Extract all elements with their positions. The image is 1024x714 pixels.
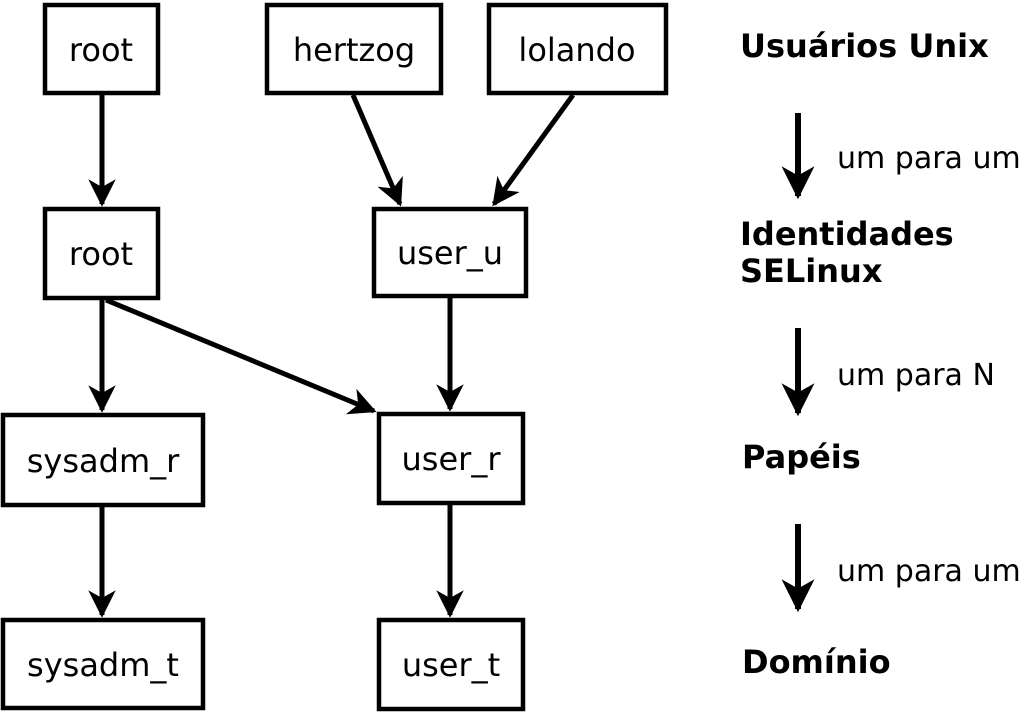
node-lolando: lolando <box>486 2 669 96</box>
node-root-selinux: root <box>42 206 161 301</box>
legend-unix-users: Usuários Unix <box>740 27 989 65</box>
node-user-r-box <box>376 411 526 506</box>
legend-domain: Domínio <box>742 643 891 681</box>
node-hertzog: hertzog <box>264 2 444 96</box>
arrow-lolando-to-user-u <box>491 93 576 207</box>
node-root-selinux-box <box>42 206 161 301</box>
node-root-selinux-label: root <box>69 235 133 273</box>
legend-roles: Papéis <box>742 438 861 476</box>
node-user-r: user_r <box>376 411 526 506</box>
node-sysadm-t-label: sysadm_t <box>27 646 179 684</box>
node-root-unix-box <box>42 2 161 96</box>
legend-identities-line1: Identidades <box>740 215 954 253</box>
node-root-unix-label: root <box>69 31 133 69</box>
node-hertzog-label: hertzog <box>293 31 415 69</box>
node-user-t: user_t <box>376 617 526 712</box>
node-sysadm-r-box <box>0 412 206 508</box>
node-sysadm-t-box <box>0 617 206 711</box>
node-user-u: user_u <box>371 206 529 299</box>
legend-mapping1: um para um <box>837 141 1021 176</box>
legend-mapping3: um para um <box>837 554 1021 589</box>
node-user-u-label: user_u <box>397 234 503 272</box>
node-user-t-box <box>376 617 526 712</box>
node-lolando-label: lolando <box>518 31 635 69</box>
node-user-t-label: user_t <box>402 646 500 684</box>
node-lolando-box <box>486 2 669 96</box>
legend-identities-line2: SELinux <box>740 252 883 290</box>
legend-mapping2: um para N <box>837 358 995 393</box>
node-sysadm-r: sysadm_r <box>0 412 206 508</box>
arrow-root-selinux-to-user-r <box>105 297 377 415</box>
arrow-hertzog-to-user-u <box>350 94 403 207</box>
node-hertzog-box <box>264 2 444 96</box>
node-user-r-label: user_r <box>402 440 502 478</box>
node-user-u-box <box>371 206 529 299</box>
node-root-unix: root <box>42 2 161 96</box>
node-sysadm-t: sysadm_t <box>0 617 206 711</box>
node-sysadm-r-label: sysadm_r <box>27 442 180 480</box>
